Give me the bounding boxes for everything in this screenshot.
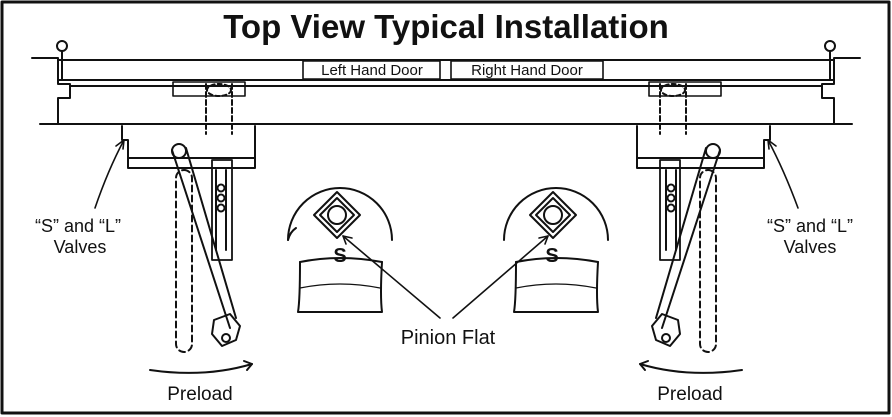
left-door-label-box bbox=[302, 60, 441, 80]
right-closer bbox=[636, 81, 771, 374]
pivot-left bbox=[56, 40, 68, 81]
valves-right-label-line2: Valves bbox=[784, 237, 837, 257]
valve-leader-left bbox=[94, 139, 125, 209]
valves-right-label-line1: “S” and “L” bbox=[767, 216, 853, 236]
pinion-s-label-right: S bbox=[545, 245, 558, 267]
pinion-s-label-left: S bbox=[333, 245, 346, 267]
preload-right-label: Preload bbox=[657, 384, 723, 405]
diagram-title: Top View Typical Installation bbox=[223, 8, 669, 45]
right-door-label-box bbox=[450, 60, 604, 80]
right-hand-door-label: Right Hand Door bbox=[471, 62, 583, 79]
valve-leader-right bbox=[767, 139, 799, 209]
valves-left-label-line2: Valves bbox=[54, 237, 107, 257]
pinion-flat-leaders bbox=[342, 235, 549, 319]
left-hand-door-label: Left Hand Door bbox=[321, 62, 423, 79]
pinion-flat-label: Pinion Flat bbox=[401, 327, 496, 349]
left-closer bbox=[121, 81, 256, 374]
pivot-right bbox=[824, 40, 836, 81]
valves-left-label-line1: “S” and “L” bbox=[35, 216, 121, 236]
preload-left-label: Preload bbox=[167, 384, 233, 405]
left-pinion bbox=[287, 187, 393, 313]
door-frame bbox=[31, 57, 861, 125]
right-pinion bbox=[503, 187, 609, 313]
